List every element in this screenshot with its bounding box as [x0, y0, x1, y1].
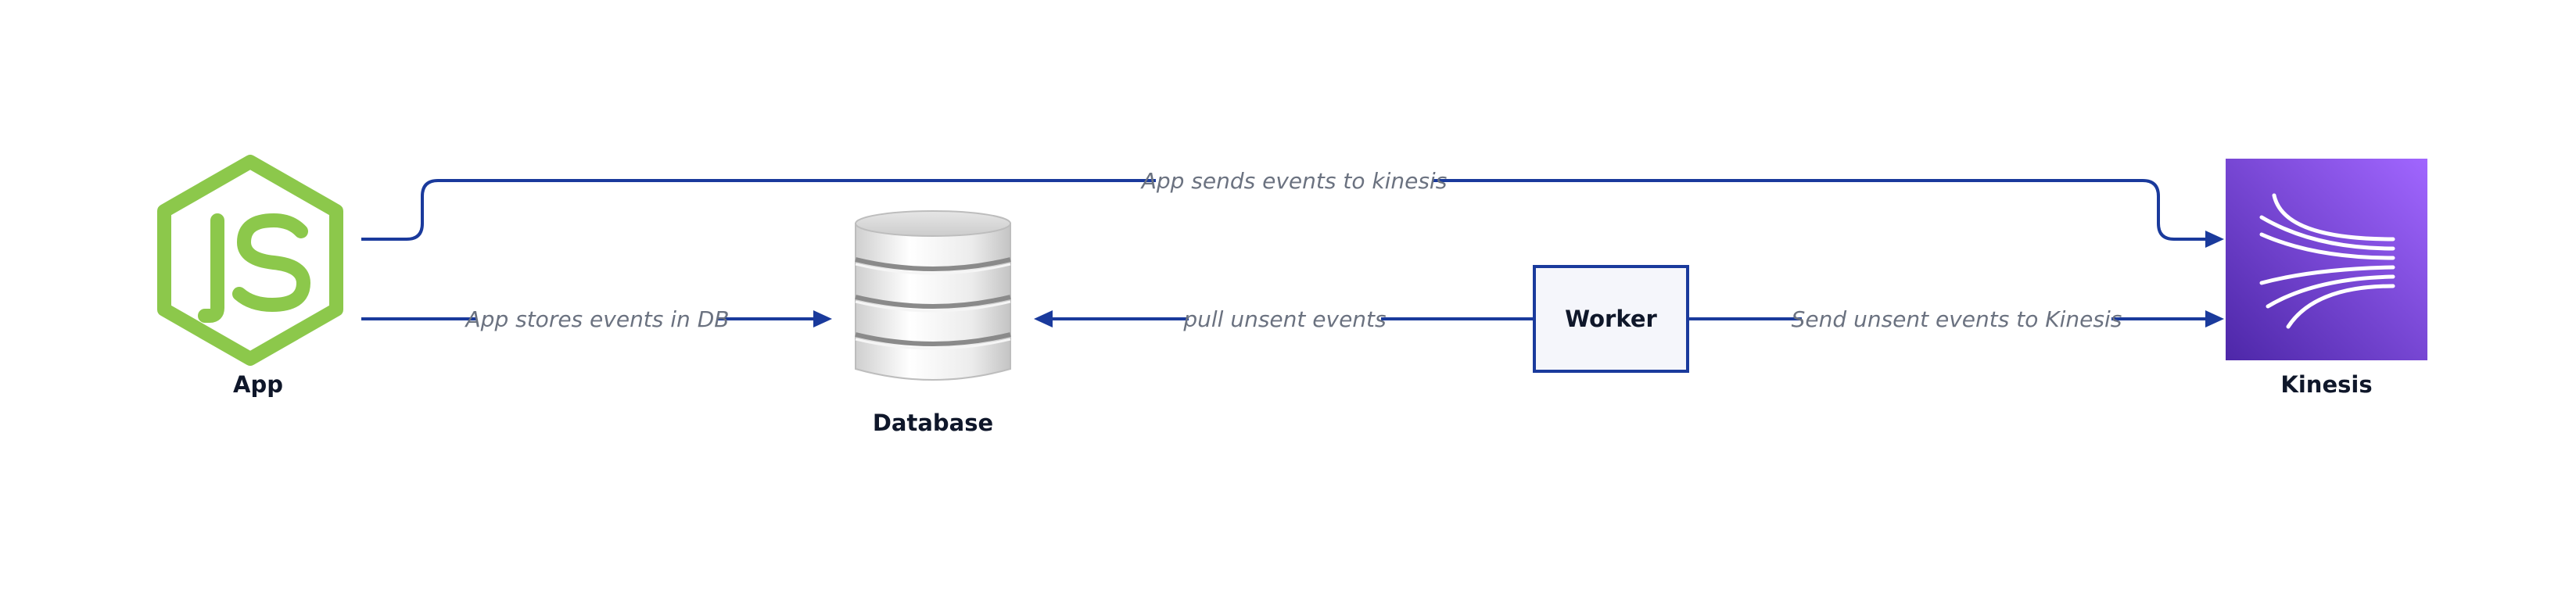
node-worker[interactable]: Worker	[1533, 265, 1689, 373]
edge-label-send-unsent-events: Send unsent events to Kinesis	[1792, 306, 2122, 332]
node-app[interactable]: App	[157, 155, 343, 398]
arrowhead	[813, 310, 832, 327]
aws-kinesis-icon	[2226, 159, 2427, 360]
edge-worker-to-kinesis: Send unsent events to Kinesis	[1688, 304, 2224, 334]
node-label-worker: Worker	[1565, 306, 1657, 332]
arrowhead	[1034, 310, 1053, 327]
node-database[interactable]: Database	[855, 210, 1011, 436]
edge-app-to-kinesis: App sends events to kinesis	[361, 166, 2224, 248]
node-label-database: Database	[873, 410, 993, 436]
database-icon	[855, 210, 1011, 381]
arrowhead	[2205, 310, 2224, 327]
edge-label-app-stores-events: App stores events in DB	[465, 306, 730, 332]
arrowhead	[2205, 231, 2224, 248]
nodejs-icon	[157, 155, 343, 366]
node-label-kinesis: Kinesis	[2280, 371, 2372, 398]
edge-label-app-sends-events: App sends events to kinesis	[1140, 168, 1448, 194]
edge-label-pull-unsent-events: pull unsent events	[1182, 306, 1386, 332]
node-kinesis[interactable]: Kinesis	[2226, 159, 2427, 398]
edge-app-to-database: App stores events in DB	[361, 304, 832, 334]
worker-box	[1533, 265, 1689, 373]
node-label-app: App	[233, 371, 283, 398]
edge-worker-to-database: pull unsent events	[1034, 304, 1533, 334]
